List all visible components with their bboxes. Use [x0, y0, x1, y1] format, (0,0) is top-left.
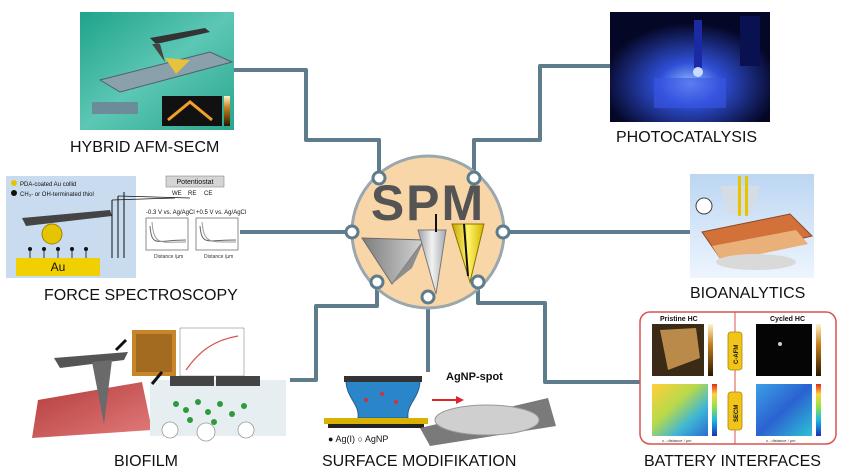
force-plot2-title: +0.5 V vs. Ag/AgCl — [196, 210, 246, 216]
node-top-left — [371, 170, 387, 186]
connector-biofilm — [290, 282, 379, 382]
label-biofilm: BIOFILM — [114, 453, 178, 470]
agnp-spot-title: AgNP-spot — [446, 371, 503, 383]
node-bottom-right — [470, 274, 486, 290]
force-xlabel-1: Distance /µm — [154, 254, 183, 260]
label-battery: BATTERY INTERFACES — [644, 453, 821, 470]
we-label: WE — [172, 191, 182, 197]
connector-hybrid — [234, 68, 381, 178]
photocatalysis-panel-image — [610, 12, 770, 122]
force-au-label: Au — [51, 260, 66, 274]
battery-cycled: Cycled HC — [770, 316, 805, 323]
surface-panel-image: AgNP-spot ● Ag(I) ○ AgNP — [324, 371, 556, 446]
re-label: RE — [188, 191, 196, 197]
force-legend-2: CH₃- or OH-terminated thiol — [20, 192, 94, 198]
label-surface: SURFACE MODIFIKATION — [322, 453, 516, 470]
connector-battery — [476, 282, 640, 384]
ce-label: CE — [204, 191, 212, 197]
node-left — [344, 224, 360, 240]
tip-yellow-icon — [451, 223, 485, 284]
spm-hub: SPM — [344, 154, 511, 310]
battery-xlabel-2: x - distance / µm — [766, 438, 796, 443]
spm-title: SPM — [371, 175, 485, 231]
force-legend-1: PDA-coated Au collid — [20, 182, 76, 188]
bioanalytics-panel-image — [690, 174, 814, 278]
battery-secm: SECM — [734, 405, 740, 422]
force-xlabel-2: Distance /µm — [204, 254, 233, 260]
node-top-right — [466, 170, 482, 186]
node-bottom — [420, 289, 436, 305]
label-hybrid: HYBRID AFM-SECM — [70, 139, 219, 156]
hybrid-panel-image — [80, 12, 234, 130]
surface-legend: ● Ag(I) ○ AgNP — [328, 434, 388, 444]
node-bottom-left — [369, 274, 385, 290]
biofilm-panel-image — [32, 327, 286, 442]
label-force: FORCE SPECTROSCOPY — [44, 287, 238, 304]
battery-pristine: Pristine HC — [660, 316, 698, 323]
force-panel-image: PDA-coated Au collid CH₃- or OH-terminat… — [6, 175, 246, 278]
battery-panel-image: Pristine HC Cycled HC C-AFM SECM x - dis… — [639, 311, 837, 445]
battery-cafm: C-AFM — [734, 345, 740, 364]
battery-xlabel-1: x - distance / µm — [662, 438, 692, 443]
connector-photo — [472, 64, 610, 178]
node-right — [495, 224, 511, 240]
force-plot1-title: -0.3 V vs. Ag/AgCl — [146, 210, 195, 216]
tip-middle-icon — [417, 229, 447, 295]
label-photo: PHOTOCATALYSIS — [616, 129, 757, 146]
label-bio: BIOANALYTICS — [690, 285, 805, 302]
potentiostat-label: Potentiostat — [177, 179, 214, 186]
hub-nodes — [344, 170, 511, 305]
